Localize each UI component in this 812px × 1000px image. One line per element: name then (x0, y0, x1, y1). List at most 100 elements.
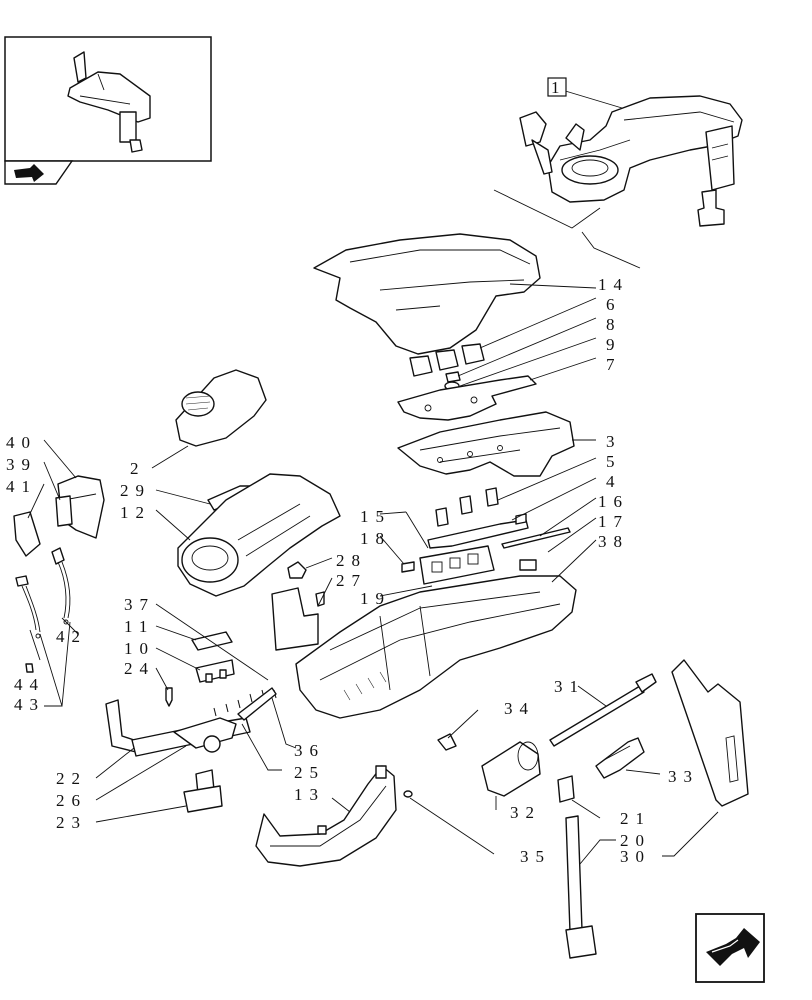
callout-12: 12 (120, 503, 151, 522)
leader-28 (305, 557, 333, 569)
part-30-plate (671, 659, 749, 807)
callout-17: 17 (598, 512, 629, 531)
part-39-bracket (55, 495, 73, 527)
part-16-strip (501, 527, 571, 549)
part-3-upper-housing (397, 411, 575, 477)
leader-34 (447, 709, 479, 739)
part-2-lever-head (175, 369, 267, 447)
callout-44: 44 (14, 675, 45, 694)
callout-35: 35 (520, 847, 551, 866)
callout-labels: 14 6 8 9 7 3 5 4 16 17 38 40 39 41 2 29 … (6, 275, 692, 866)
leader-8 (457, 317, 597, 377)
part-20-shaft (565, 815, 597, 959)
callout-19: 19 (360, 589, 391, 608)
callout-25: 25 (294, 763, 325, 782)
callout-1: 1 (551, 78, 567, 97)
callout-32: 32 (510, 803, 541, 822)
callout-9: 9 (606, 335, 622, 354)
callout-34: 34 (504, 699, 535, 718)
part-7-cover-plate (397, 375, 537, 421)
callout-38: 38 (598, 532, 629, 551)
callout-43: 43 (14, 695, 45, 714)
callout-4: 4 (606, 472, 622, 491)
leader-7 (529, 357, 597, 381)
leader-15 (379, 511, 407, 515)
leader-26 (95, 745, 187, 801)
callout-37: 37 (124, 595, 155, 614)
part-23-knob (183, 769, 223, 813)
callout-36: 36 (294, 741, 325, 760)
callout-2: 2 (130, 459, 146, 478)
leader-41 (27, 483, 45, 519)
leader-14 (509, 283, 597, 289)
part-44-screw (25, 663, 34, 673)
callout-27: 27 (336, 571, 367, 590)
part-38-main-housing (295, 559, 577, 719)
part-6-knobs (409, 343, 485, 377)
part-12-lower-housing (177, 473, 341, 597)
callout-42: 42 (56, 627, 87, 646)
part-32-grip (481, 741, 541, 797)
callout-16: 16 (598, 492, 629, 511)
callout-24: 24 (124, 659, 155, 678)
leader-15b (405, 511, 429, 549)
thumbnail-panel[interactable] (4, 36, 212, 162)
callout-15: 15 (360, 507, 391, 526)
part-21-cap (557, 775, 575, 803)
callout-21: 21 (620, 809, 651, 828)
callout-20: 20 (620, 831, 651, 850)
part-27-bracket (271, 587, 325, 651)
leader-37 (155, 603, 269, 681)
leader-40 (43, 439, 77, 479)
callout-31: 31 (554, 677, 585, 696)
part-35-nut (403, 790, 413, 798)
callout-5: 5 (606, 452, 622, 471)
part-4-bracket (427, 513, 529, 549)
callout-6: 6 (606, 295, 622, 314)
part-26-shaft-body (173, 717, 237, 753)
leader-16 (539, 497, 597, 537)
leader-35 (409, 797, 495, 855)
leader-36 (271, 697, 297, 749)
leader-12 (155, 509, 191, 541)
callout-box-1 (547, 77, 567, 97)
leader-20 (579, 839, 616, 865)
leader-38 (551, 539, 597, 583)
part-42-harness (15, 547, 71, 639)
page-flag-arrow-icon[interactable] (4, 160, 74, 185)
part-5-switches (435, 487, 499, 527)
leader-22 (95, 747, 135, 779)
part-41-plate (13, 511, 41, 557)
leader-39 (43, 461, 61, 501)
part-8-washer (445, 371, 461, 383)
callout-23: 23 (56, 813, 87, 832)
leader-30 (662, 811, 719, 857)
leader-21 (571, 799, 601, 819)
leader-29 (155, 489, 211, 505)
callout-13: 13 (294, 785, 325, 804)
callout-39: 39 (6, 455, 37, 474)
leader-33 (625, 769, 661, 775)
part-14-cushion (313, 233, 541, 355)
part-13-lower-tray (255, 765, 397, 867)
callout-41: 41 (6, 477, 37, 496)
part-33-bracket (595, 737, 645, 779)
leader-13 (331, 797, 351, 813)
leader-27 (317, 577, 333, 607)
leader-19 (379, 585, 433, 597)
part-24-pin (165, 687, 173, 707)
part-11-plate (191, 631, 233, 651)
callout-11: 11 (124, 617, 154, 636)
part-34-clip (437, 733, 457, 751)
part-36-screws (213, 687, 277, 721)
callout-29: 29 (120, 481, 151, 500)
leader-10 (155, 647, 201, 671)
leader-6 (479, 297, 597, 349)
callout-10: 10 (124, 639, 155, 658)
next-page-arrow-icon[interactable] (695, 913, 765, 983)
callout-22: 22 (56, 769, 87, 788)
leader-25 (241, 723, 282, 771)
callout-7: 7 (606, 355, 622, 374)
leader-43 (39, 621, 71, 707)
